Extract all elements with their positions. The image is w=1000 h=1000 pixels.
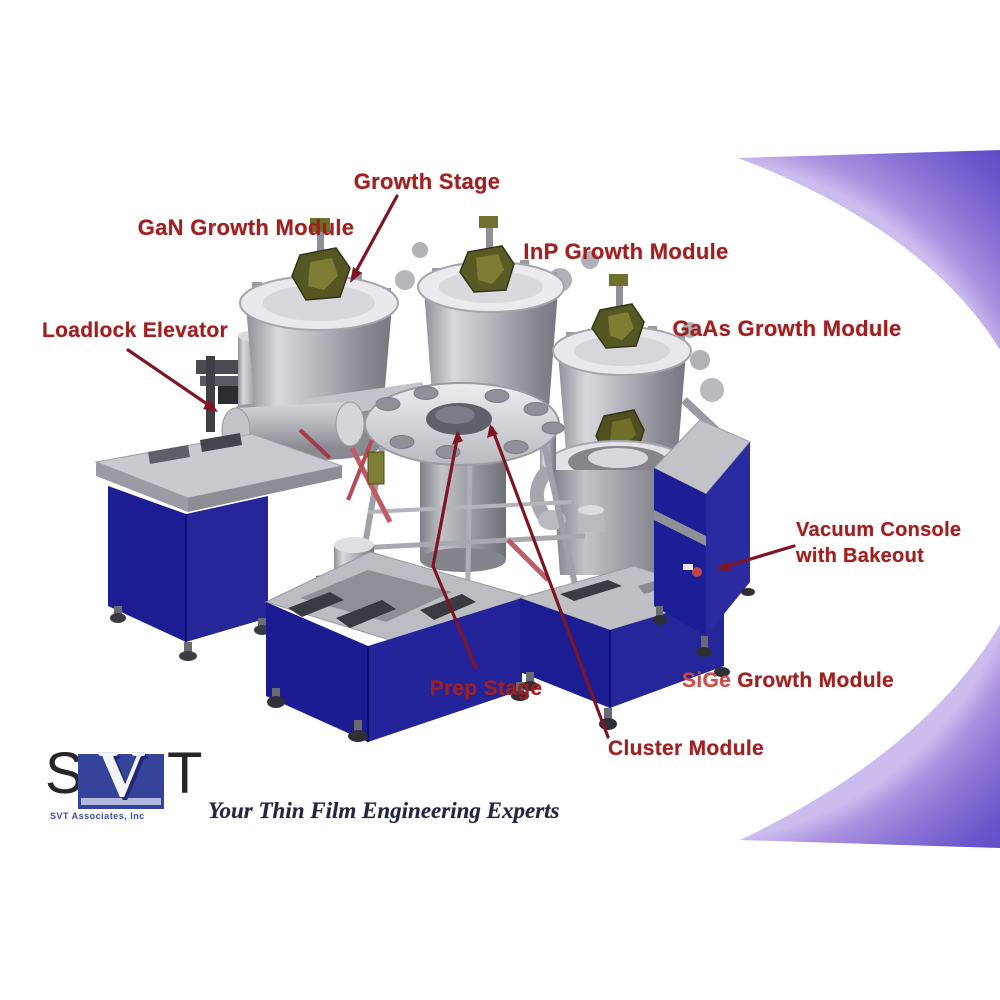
cluster-module-leader-line <box>487 424 610 739</box>
logo-letter-s: S <box>45 741 84 806</box>
label-sige-rest: Growth Module <box>731 669 894 692</box>
company-tagline: Your Thin Film Engineering Experts <box>208 798 560 823</box>
label-vacuum-console-line2: with Bakeout <box>796 545 925 567</box>
central-cluster-platter <box>346 382 586 633</box>
growth-stage-arrow <box>350 194 399 283</box>
svt-logo: S V V T SVT Associates, Inc <box>45 738 225 835</box>
loadlock-elevator-arrow <box>126 348 218 412</box>
label-cluster-module: Cluster Module <box>608 737 764 760</box>
logo-letter-v-shadow: V <box>101 741 149 814</box>
logo-subtext: SVT Associates, Inc <box>50 811 145 821</box>
label-vacuum-console: Vacuum Console with Bakeout <box>796 517 961 569</box>
vacuum-console-cart <box>653 419 755 657</box>
loadlock-elevator-cabinet <box>94 433 344 661</box>
label-prep-stage: Prep Stage <box>429 677 543 700</box>
label-sige-prefix: SiGe <box>682 669 732 692</box>
logo-letter-t: T <box>167 741 203 806</box>
prep-stage-leader-line <box>431 431 478 670</box>
logo-letter-v: V <box>98 738 146 811</box>
label-growth-stage: Growth Stage <box>353 169 501 194</box>
label-gan-growth-module: GaN Growth Module <box>137 215 355 240</box>
label-gaas-growth-module: GaAs Growth Module <box>672 316 902 341</box>
label-arrows <box>126 194 796 739</box>
purple-swoosh-background <box>738 150 1000 848</box>
label-sige-growth-module: SiGe Growth Module <box>682 669 894 693</box>
logo-square-strip <box>81 798 161 805</box>
prep-stage-cabinet <box>264 537 529 742</box>
label-loadlock-elevator: Loadlock Elevator <box>42 319 228 342</box>
vacuum-console-arrow <box>715 544 796 571</box>
label-vacuum-console-line1: Vacuum Console <box>796 519 962 541</box>
label-inp-growth-module: InP Growth Module <box>523 239 729 264</box>
crimson-tubes <box>346 439 550 582</box>
logo-blue-square <box>78 754 164 809</box>
